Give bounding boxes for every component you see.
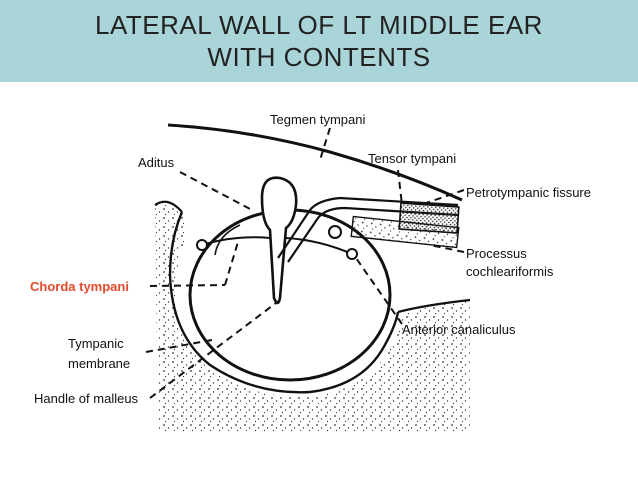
leader-petrotympanic (425, 189, 465, 204)
leader-processus (429, 244, 465, 253)
tensor-attachment (328, 225, 342, 239)
tensor-tympani-tendon (277, 196, 459, 259)
label-aditus: Aditus (138, 155, 175, 170)
title-line-2: WITH CONTENTS (207, 42, 431, 72)
leader-chorda (149, 284, 226, 287)
annulus-inner (214, 224, 241, 256)
processus-cochleariformis-shelf (350, 215, 460, 249)
label-tympanic-line2: membrane (68, 356, 131, 371)
label-chorda-tympani: Chorda tympani (30, 279, 129, 294)
title-banner: LATERAL WALL OF LT MIDDLE EAR WITH CONTE… (0, 0, 638, 82)
leader-tensor (397, 169, 403, 206)
tensor-tympani-tendon-2 (287, 206, 459, 263)
anterior-canaliculus-hole (346, 248, 358, 260)
lower-wall-line (397, 298, 471, 314)
label-anterior-canaliculus: Anterior canaliculus (402, 322, 516, 337)
label-tegmen-tympani: Tegmen tympani (270, 112, 366, 127)
label-processus-line1: Processus (466, 246, 527, 261)
lateral-wall-outline (168, 211, 400, 394)
leader-tegmen (319, 127, 331, 161)
tegmen-tympani-roof (167, 123, 463, 202)
leader-handle (149, 299, 281, 399)
label-handle-of-malleus: Handle of malleus (34, 391, 139, 406)
temporal-bone (155, 203, 470, 432)
posterior-canaliculus (196, 239, 208, 251)
leader-aditus (179, 171, 253, 211)
label-processus-line2: cochleariformis (466, 264, 554, 279)
bone-outline (154, 200, 183, 213)
title-line-1: LATERAL WALL OF LT MIDDLE EAR (95, 10, 543, 40)
label-tensor-tympani: Tensor tympani (368, 151, 457, 166)
malleus (260, 176, 298, 305)
leader-anterior-canaliculus (355, 257, 403, 325)
leader-chorda-2 (224, 241, 239, 286)
label-petrotympanic-fissure: Petrotympanic fissure (466, 185, 591, 200)
label-tympanic-line1: Tympanic (68, 336, 124, 351)
